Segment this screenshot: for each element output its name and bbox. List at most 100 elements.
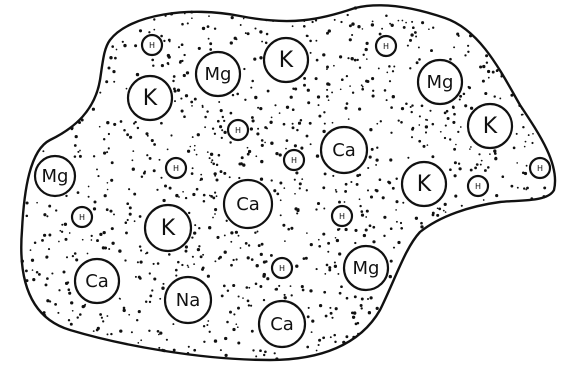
grain-dot	[193, 263, 195, 265]
grain-dot	[360, 210, 363, 213]
grain-dot	[247, 256, 250, 259]
grain-dot	[169, 187, 172, 190]
grain-dot	[149, 301, 151, 303]
ion-label: K	[161, 216, 176, 241]
grain-dot	[172, 80, 174, 82]
grain-dot	[409, 39, 412, 42]
grain-dot	[388, 65, 391, 68]
grain-dot	[107, 189, 109, 191]
grain-dot	[232, 328, 235, 331]
grain-dot	[425, 131, 427, 133]
grain-dot	[354, 242, 356, 244]
grain-dot	[326, 68, 328, 70]
grain-dot	[91, 235, 93, 237]
grain-dot	[209, 48, 212, 51]
grain-dot	[358, 174, 361, 177]
grain-dot	[166, 339, 168, 341]
ion-label: K	[483, 114, 498, 139]
grain-dot	[285, 148, 287, 150]
grain-dot	[303, 77, 306, 80]
grain-dot	[259, 285, 262, 288]
grain-dot	[216, 236, 219, 239]
grain-dot	[138, 276, 141, 279]
grain-dot	[275, 152, 278, 155]
grain-dot	[202, 27, 205, 30]
grain-dot	[204, 126, 206, 128]
grain-dot	[202, 106, 204, 108]
grain-dot	[248, 244, 250, 246]
grain-dot	[328, 99, 330, 101]
grain-dot	[226, 220, 228, 222]
grain-dot	[480, 164, 482, 166]
grain-dot	[151, 139, 154, 142]
grain-dot	[79, 150, 81, 152]
grain-dot	[123, 44, 126, 47]
grain-dot	[372, 226, 375, 229]
grain-dot	[103, 152, 106, 155]
grain-dot	[286, 106, 289, 109]
grain-dot	[425, 119, 427, 121]
grain-dot	[357, 59, 359, 61]
grain-dot	[381, 28, 383, 30]
grain-dot	[370, 296, 373, 299]
grain-dot	[193, 349, 196, 352]
grain-dot	[32, 269, 34, 271]
grain-dot	[295, 265, 298, 268]
grain-dot	[344, 107, 347, 110]
grain-dot	[372, 94, 375, 97]
grain-dot	[97, 175, 99, 177]
grain-dot	[421, 21, 424, 24]
grain-dot	[521, 108, 523, 110]
ion-mg: Mg	[418, 60, 462, 104]
grain-dot	[351, 57, 354, 60]
grain-dot	[284, 296, 287, 299]
grain-dot	[366, 210, 369, 213]
grain-dot	[346, 297, 349, 300]
grain-dot	[445, 211, 447, 213]
grain-dot	[484, 92, 487, 95]
grain-dot	[261, 243, 264, 246]
grain-dot	[453, 113, 456, 116]
grain-dot	[237, 326, 239, 328]
grain-dot	[431, 155, 434, 158]
grain-dot	[407, 157, 409, 159]
grain-dot	[305, 257, 308, 260]
grain-dot	[116, 49, 118, 51]
grain-dot	[245, 242, 248, 245]
grain-dot	[255, 155, 257, 157]
grain-dot	[187, 352, 190, 355]
grain-dot	[197, 133, 200, 136]
grain-dot	[376, 307, 379, 310]
grain-dot	[104, 194, 107, 197]
grain-dot	[200, 255, 203, 258]
grain-dot	[137, 261, 139, 263]
grain-dot	[236, 38, 238, 40]
grain-dot	[103, 138, 105, 140]
grain-dot	[525, 189, 527, 191]
grain-dot	[412, 26, 415, 29]
grain-dot	[182, 191, 184, 193]
grain-dot	[372, 20, 374, 22]
grain-dot	[214, 208, 217, 211]
grain-dot	[245, 32, 247, 34]
grain-dot	[264, 350, 267, 353]
grain-dot	[102, 320, 104, 322]
grain-dot	[263, 299, 265, 301]
grain-dot	[214, 27, 216, 29]
grain-dot	[454, 195, 457, 198]
grain-dot	[138, 310, 141, 313]
grain-dot	[453, 46, 455, 48]
grain-dot	[401, 107, 404, 110]
grain-dot	[102, 246, 105, 249]
grain-dot	[389, 158, 392, 161]
grain-dot	[188, 212, 190, 214]
grain-dot	[238, 177, 240, 179]
grain-dot	[250, 305, 252, 307]
grain-dot	[185, 94, 188, 97]
grain-dot	[379, 33, 382, 36]
grain-dot	[339, 228, 341, 230]
grain-dot	[324, 273, 326, 275]
grain-dot	[323, 337, 325, 339]
grain-dot	[418, 46, 420, 48]
ion-mg: Mg	[196, 52, 240, 96]
